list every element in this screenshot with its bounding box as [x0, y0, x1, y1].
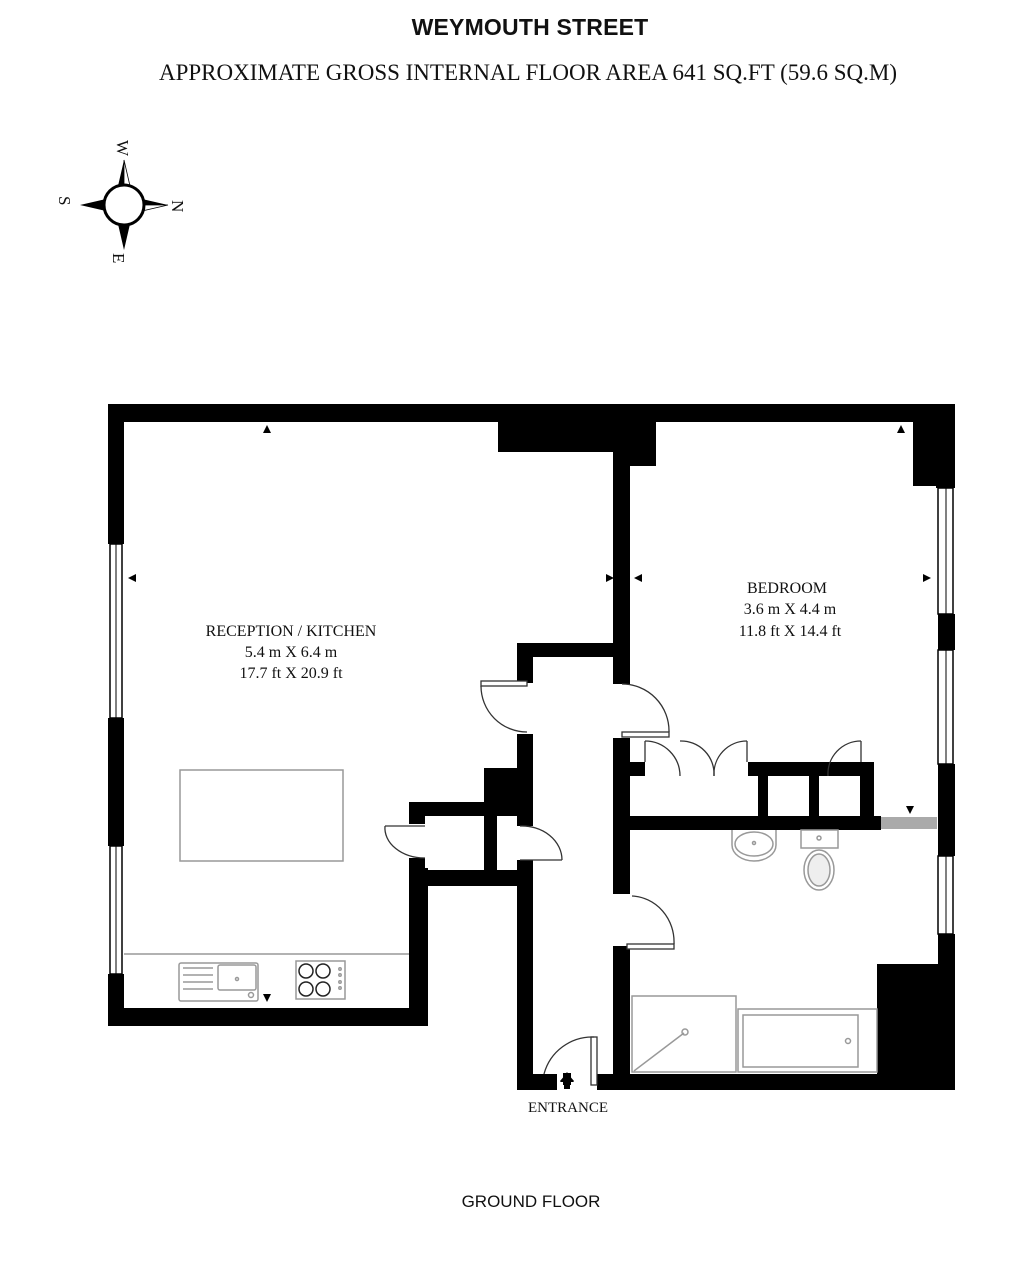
room-imperial: 17.7 ft X 20.9 ft	[239, 665, 343, 682]
room-metric: 5.4 m X 6.4 m	[245, 644, 338, 661]
door-reception[interactable]	[480, 680, 528, 733]
fixtures	[124, 769, 878, 1073]
floor-label: GROUND FLOOR	[461, 1192, 601, 1211]
compass-label-south: S	[55, 196, 74, 205]
compass-label-east: E	[109, 253, 128, 263]
door-cupboard-right[interactable]	[519, 825, 563, 861]
shower-icon	[631, 995, 737, 1073]
doors	[384, 680, 862, 1086]
room-imperial: 11.8 ft X 14.4 ft	[739, 623, 842, 640]
door-bedroom[interactable]	[621, 683, 670, 738]
room-name: BEDROOM	[747, 580, 827, 597]
bath-icon	[737, 1008, 878, 1073]
room-name: RECEPTION / KITCHEN	[206, 623, 377, 640]
dining-table	[179, 769, 344, 862]
door-entrance[interactable]	[543, 1036, 598, 1086]
compass-icon: W N E S	[55, 140, 187, 263]
wardrobe-doors[interactable]	[644, 740, 862, 777]
measurement-markers	[128, 425, 931, 1002]
room-label-bedroom: BEDROOM 3.6 m X 4.4 m 11.8 ft X 14.4 ft	[739, 580, 842, 640]
threshold	[881, 817, 937, 829]
property-title: WEYMOUTH STREET	[411, 14, 649, 40]
door-bathroom[interactable]	[626, 895, 675, 950]
compass-label-west: W	[113, 140, 132, 157]
entrance-label: ENTRANCE	[528, 1100, 608, 1116]
entrance-arrow-icon	[560, 1072, 574, 1089]
toilet-icon	[800, 829, 839, 891]
washbasin-icon	[731, 830, 777, 862]
hob-icon	[295, 960, 346, 1000]
door-cupboard-left[interactable]	[384, 825, 426, 859]
floor-area-subtitle: APPROXIMATE GROSS INTERNAL FLOOR AREA 64…	[158, 60, 897, 85]
room-label-reception-kitchen: RECEPTION / KITCHEN 5.4 m X 6.4 m 17.7 f…	[206, 623, 377, 682]
room-metric: 3.6 m X 4.4 m	[744, 601, 837, 618]
compass-label-north: N	[168, 200, 187, 212]
sink-icon	[178, 962, 259, 1002]
walls	[108, 404, 955, 1090]
